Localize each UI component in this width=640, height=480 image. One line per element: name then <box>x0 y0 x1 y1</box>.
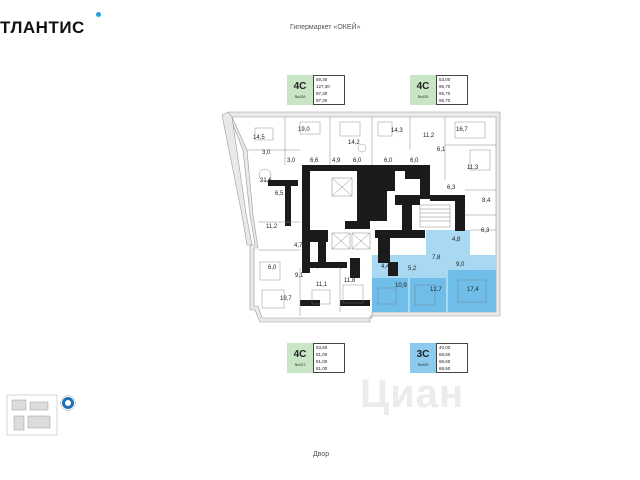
apartment-code: 4С <box>416 81 430 92</box>
brand-logo: ТЛАНТИС <box>0 18 85 37</box>
site-map <box>6 394 58 436</box>
furniture <box>254 121 491 309</box>
apartment-439-room <box>410 278 446 312</box>
apartment-areas: 40,00 68,60 68,60 68,60 <box>436 343 468 373</box>
apartment-type: 4С №437 <box>287 343 313 373</box>
apartment-code: 4С <box>293 349 307 360</box>
apartment-number: №438 <box>294 94 306 99</box>
area-value: 97,30 <box>316 98 328 103</box>
apartment-areas: 53,00 96,70 95,70 95,70 <box>436 75 468 105</box>
room-partitions <box>247 117 496 316</box>
area-value: 68,60 <box>439 366 451 371</box>
area-value: 68,60 <box>439 359 451 364</box>
area-value: 127,30 <box>316 84 330 89</box>
apartment-code: 4С <box>293 81 307 92</box>
apartment-areas: 59,30 127,30 97,30 97,30 <box>313 75 345 105</box>
apartment-type: 4С №438 <box>287 75 313 105</box>
apartment-number: №437 <box>294 362 306 367</box>
elevator-shafts <box>331 177 371 250</box>
area-value: 95,70 <box>439 98 451 103</box>
area-value: 59,30 <box>316 77 328 82</box>
street-label-top: Гипермаркет «ОКЕЙ» <box>290 24 361 31</box>
area-value: 95,70 <box>439 91 451 96</box>
apartment-type: 3С №439 <box>410 343 436 373</box>
area-value: 53,00 <box>439 77 451 82</box>
apartment-439-room <box>372 278 408 312</box>
logo-dot <box>96 12 101 17</box>
area-value: 53,60 <box>316 345 328 350</box>
street-label-bottom: Двор <box>313 451 330 458</box>
apartment-439-hall <box>426 230 470 257</box>
apartment-badge-435[interactable]: 4С №435 53,00 96,70 95,70 95,70 <box>410 75 468 105</box>
area-value: 97,30 <box>316 91 328 96</box>
watermark: Циан <box>360 372 465 416</box>
area-value: 96,70 <box>439 84 451 89</box>
area-value: 81,00 <box>316 352 328 357</box>
apartment-areas: 53,60 81,00 81,00 81,00 <box>313 343 345 373</box>
area-value: 40,00 <box>439 345 451 350</box>
apartment-badge-437[interactable]: 4С №437 53,60 81,00 81,00 81,00 <box>287 343 345 373</box>
area-value: 68,60 <box>439 352 451 357</box>
apartment-code: 3С <box>416 349 430 360</box>
compass-icon <box>60 395 76 411</box>
area-value: 81,00 <box>316 359 328 364</box>
apartment-badge-439[interactable]: 3С №439 40,00 68,60 68,60 68,60 <box>410 343 468 373</box>
apartment-439-room <box>448 270 496 312</box>
apartment-type: 4С №435 <box>410 75 436 105</box>
facade-wall <box>221 111 253 246</box>
apartment-number: №439 <box>417 362 429 367</box>
staircase <box>419 204 451 228</box>
area-value: 81,00 <box>316 366 328 371</box>
apartment-number: №435 <box>417 94 429 99</box>
apartment-badge-438[interactable]: 4С №438 59,30 127,30 97,30 97,30 <box>287 75 345 105</box>
